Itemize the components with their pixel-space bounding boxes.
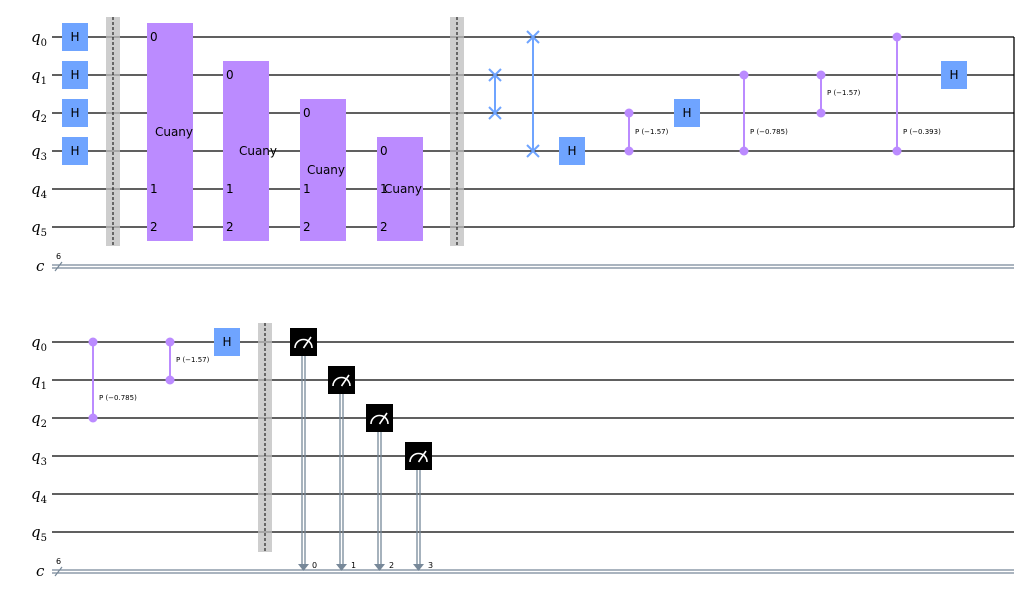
wire-label-q1: q1	[31, 66, 47, 87]
barrier-3	[258, 323, 272, 552]
svg-text:0: 0	[312, 561, 317, 570]
qubit-wires-row-2	[52, 341, 1014, 533]
svg-text:P (−1.57): P (−1.57)	[635, 128, 669, 136]
h-gate-q1-qft: H	[941, 61, 967, 89]
svg-text:2: 2	[226, 220, 234, 234]
svg-text:H: H	[222, 335, 231, 349]
svg-text:Cuany: Cuany	[239, 144, 277, 158]
cuany-gate-1: Cuany 0 1 2	[147, 23, 193, 241]
h-gate-q3: H	[62, 137, 88, 165]
svg-text:P (−0.393): P (−0.393)	[903, 128, 941, 136]
svg-text:6: 6	[56, 557, 61, 566]
measure-q2: 2	[366, 404, 394, 571]
cuany-gate-4: Cuany 0 1 2	[377, 137, 423, 241]
wire-label-q5-row2: q5	[31, 523, 47, 544]
svg-text:H: H	[949, 68, 958, 82]
svg-text:2: 2	[380, 220, 388, 234]
svg-text:P (−0.785): P (−0.785)	[99, 394, 137, 402]
svg-text:Cuany: Cuany	[384, 182, 422, 196]
h-gates-initial: H H H H	[62, 23, 88, 165]
svg-text:Cuany: Cuany	[307, 163, 345, 177]
cp-gate-q2-q3: P (−1.57)	[624, 108, 669, 156]
classical-wire-row-1: 6	[52, 252, 1014, 272]
h-gate-q2: H	[62, 99, 88, 127]
wire-label-q4-row2: q4	[31, 485, 47, 506]
svg-text:1: 1	[226, 182, 234, 196]
svg-text:H: H	[70, 30, 79, 44]
wire-label-q3-row2: q3	[31, 447, 47, 468]
svg-text:0: 0	[303, 106, 311, 120]
h-gate-q0-qft: H	[214, 328, 240, 356]
wire-labels-row-1: q0 q1 q2 q3 q4 q5 c	[31, 28, 47, 275]
classical-wire-row-2: 6	[52, 557, 1014, 577]
cp-gate-q0-q3: P (−0.393)	[892, 32, 941, 156]
svg-text:0: 0	[380, 144, 388, 158]
svg-text:P (−0.785): P (−0.785)	[750, 128, 788, 136]
svg-text:P (−1.57): P (−1.57)	[827, 89, 861, 97]
classical-bus-slash	[54, 261, 63, 272]
h-gate-q3-qft: H	[559, 137, 585, 165]
circuit-row-1: q0 q1 q2 q3 q4 q5 c 6 H H H	[31, 17, 1015, 275]
swap-gate-q1-q2	[488, 68, 502, 120]
svg-text:H: H	[70, 106, 79, 120]
barrier-2	[450, 17, 464, 246]
h-gate-q2-qft: H	[674, 99, 700, 127]
cuany-gate-2: Cuany 0 1 2	[223, 61, 277, 241]
barrier-1	[106, 17, 120, 246]
wire-label-c: c	[36, 257, 45, 275]
svg-text:P (−1.57): P (−1.57)	[176, 356, 210, 364]
cuany-gate-3: Cuany 0 1 2	[300, 99, 346, 241]
measure-q3: 3	[405, 442, 433, 571]
svg-text:2: 2	[150, 220, 158, 234]
svg-text:H: H	[682, 106, 691, 120]
svg-text:3: 3	[428, 561, 433, 570]
svg-text:H: H	[70, 144, 79, 158]
svg-text:1: 1	[303, 182, 311, 196]
svg-text:1: 1	[150, 182, 158, 196]
cp-gate-q0-q1: P (−1.57)	[165, 337, 210, 385]
swap-gate-q0-q3	[526, 30, 540, 158]
svg-text:2: 2	[389, 561, 394, 570]
svg-text:Cuany: Cuany	[155, 125, 193, 139]
wire-label-q0: q0	[31, 28, 47, 49]
svg-text:H: H	[70, 68, 79, 82]
measure-q1: 1	[328, 366, 356, 571]
cp-gate-q1-q3: P (−0.785)	[739, 70, 788, 156]
wire-label-q1-row2: q1	[31, 371, 47, 392]
svg-text:1: 1	[351, 561, 356, 570]
measure-q0: 0	[290, 328, 317, 571]
svg-text:0: 0	[226, 68, 234, 82]
svg-text:0: 0	[150, 30, 158, 44]
wire-label-q0-row2: q0	[31, 333, 47, 354]
h-gate-q0: H	[62, 23, 88, 51]
h-gate-q1: H	[62, 61, 88, 89]
wire-label-q3: q3	[31, 142, 47, 163]
wire-label-q4: q4	[31, 180, 47, 201]
wire-label-q5: q5	[31, 218, 47, 239]
wire-label-c-row2: c	[36, 562, 45, 580]
cp-gate-q0-q2: P (−0.785)	[88, 337, 137, 423]
wire-label-q2-row2: q2	[31, 409, 47, 430]
wire-labels-row-2: q0 q1 q2 q3 q4 q5 c	[31, 333, 47, 580]
cp-gate-q1-q2: P (−1.57)	[816, 70, 861, 118]
svg-text:1: 1	[380, 182, 388, 196]
classical-width-label: 6	[56, 252, 61, 261]
svg-text:2: 2	[303, 220, 311, 234]
wire-label-q2: q2	[31, 104, 47, 125]
circuit-row-2: q0 q1 q2 q3 q4 q5 c 6 P (−0.785)	[31, 323, 1014, 580]
svg-text:H: H	[567, 144, 576, 158]
